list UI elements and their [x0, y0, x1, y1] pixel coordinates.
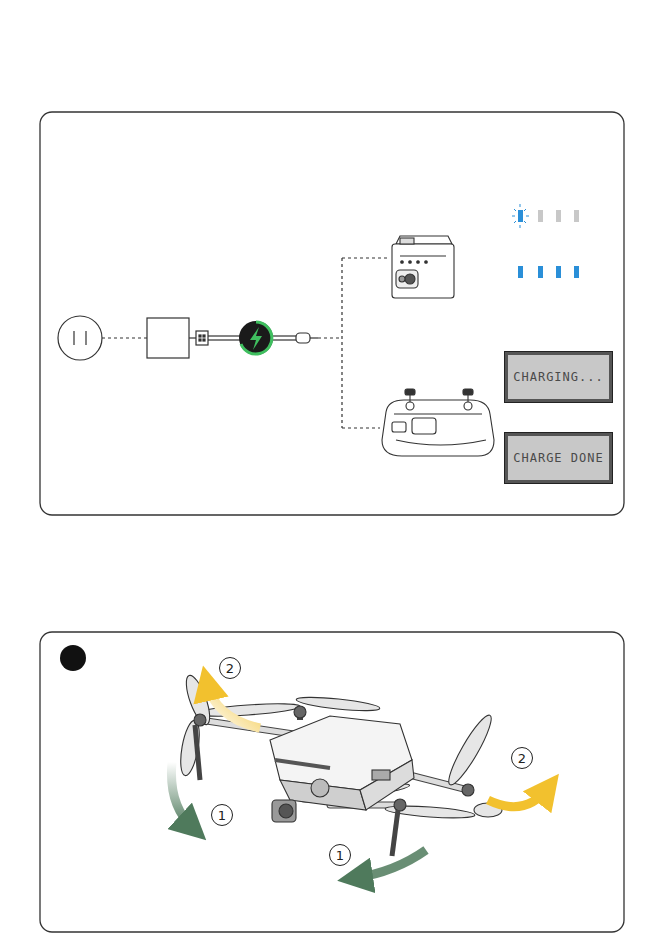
- unfold-arrow: [207, 683, 260, 728]
- lcd-text: CHARGING...: [513, 370, 603, 384]
- remote-controller: [382, 389, 494, 456]
- panel: [40, 632, 624, 932]
- fold-arrow: [355, 850, 426, 878]
- fold-arrow: [171, 762, 193, 828]
- callout-number: 2: [511, 747, 533, 769]
- drone: [177, 673, 502, 856]
- panel: [40, 112, 624, 515]
- lcd-screen: CHARGING...: [505, 352, 612, 402]
- lcd-text: CHARGE DONE: [513, 451, 603, 465]
- callout-number: 2: [219, 657, 241, 679]
- led-indicator: [512, 204, 579, 278]
- unfold-arrow: [488, 788, 548, 807]
- lightning: [250, 327, 262, 350]
- charge-ring: [241, 322, 272, 354]
- lcd-screen: CHARGE DONE: [505, 433, 612, 483]
- charge-icon: [239, 321, 273, 355]
- battery: [392, 236, 454, 298]
- callout-number: 1: [211, 804, 233, 826]
- charger: [58, 258, 390, 428]
- step-dot: [60, 645, 86, 671]
- callout-number: 1: [329, 844, 351, 866]
